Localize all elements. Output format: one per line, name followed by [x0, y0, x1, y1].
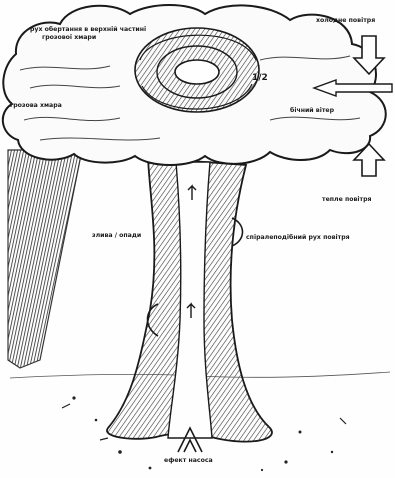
label-downpour: злива / опади [92, 232, 141, 239]
rain-column [8, 150, 82, 368]
label-funnel-effect: ефект насоса [164, 456, 213, 464]
label-cloud-rotation: рух обертання в верхній частині [30, 25, 146, 33]
label-cloud-rotation-2: грозової хмари [42, 33, 96, 41]
vortex-mark: 1/2 [252, 73, 268, 83]
label-cold-air: холодне повітря [316, 16, 375, 24]
cloud-vortex [135, 28, 259, 112]
label-side-wind: бічний вітер [290, 106, 335, 114]
label-warm-air: тепле повітря [322, 195, 372, 203]
label-storm-cloud: грозова хмара [10, 102, 62, 109]
label-spiral-motion: спіралеподібний рух повітря [246, 233, 350, 241]
